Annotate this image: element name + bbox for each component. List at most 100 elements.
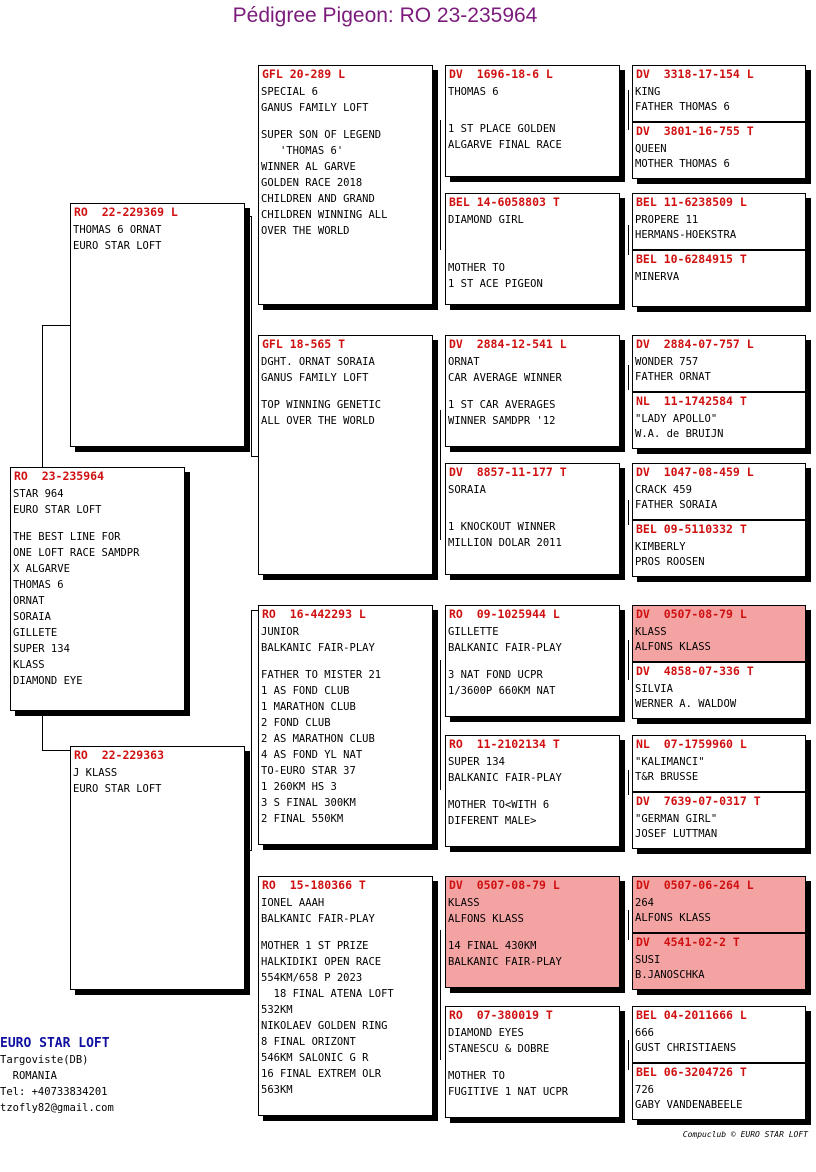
page-title: Pédigree Pigeon: RO 23-235964 xyxy=(232,4,538,27)
note-line: SUPER 134 xyxy=(448,756,505,768)
connector-line xyxy=(251,216,252,456)
note-line: X ALGARVE xyxy=(13,562,70,575)
note-line xyxy=(13,518,182,529)
ring-number: RO 23-235964 xyxy=(14,469,105,483)
note-line: ALL OVER THE WORLD xyxy=(261,414,375,427)
note-line xyxy=(448,111,617,122)
note-line: ALFONS KLASS xyxy=(635,641,711,653)
connector-line xyxy=(440,660,441,790)
note-line: 4 AS FOND YL NAT xyxy=(261,748,363,761)
note-line xyxy=(448,498,617,509)
note-line: GANUS FAMILY LOFT xyxy=(261,372,369,384)
pigeon-notes: "KALIMANCI"T&R BRUSSE xyxy=(633,751,805,785)
note-line: 18 FINAL ATENA LOFT xyxy=(261,987,394,1000)
note-line: 1 ST PLACE GOLDEN xyxy=(448,123,556,135)
note-line: HERMANS-HOEKSTRA xyxy=(635,229,737,241)
note-line: FATHER TO MISTER 21 xyxy=(261,668,382,681)
note-line: BALKANIC FAIR-PLAY xyxy=(448,955,562,968)
ring-number: DV 0507-08-79 L xyxy=(449,878,560,892)
connector-line xyxy=(440,930,441,1060)
ring-number: RO 11-2102134 T xyxy=(449,737,560,751)
connector-line xyxy=(628,910,629,940)
ring-number: BEL 09-5110332 T xyxy=(636,522,747,536)
note-line: 546KM SALONIC G R xyxy=(261,1051,369,1064)
note-line: SORAIA xyxy=(13,610,51,623)
ring-number: DV 3318-17-154 L xyxy=(636,67,754,81)
note-line xyxy=(448,100,617,111)
ring-number: DV 3801-16-755 T xyxy=(636,124,754,138)
note-line: MOTHER 1 ST PRIZE xyxy=(261,939,369,952)
note-line: KIMBERLY xyxy=(635,541,686,553)
note-line: WINNER AL GARVE xyxy=(261,160,356,173)
note-line: WINNER SAMDPR '12 xyxy=(448,414,556,427)
ring-number: BEL 10-6284915 T xyxy=(636,252,747,266)
ring-number: DV 2884-12-541 L xyxy=(449,337,567,351)
connector-line xyxy=(42,750,70,751)
connector-line xyxy=(628,90,629,130)
note-line: CRACK 459 xyxy=(635,484,692,496)
note-line: DGHT. ORNAT SORAIA xyxy=(261,356,375,368)
connector-line xyxy=(251,610,252,850)
note-line: KLASS xyxy=(448,897,480,909)
note-line: ALFONS KLASS xyxy=(448,913,524,925)
pigeon-notes: "LADY APOLLO" W.A. de BRUIJN xyxy=(633,408,805,442)
note-line: THOMAS 6 xyxy=(448,86,499,98)
note-line: 3 NAT FOND UCPR xyxy=(448,668,543,681)
note-line: GILLETTE xyxy=(448,626,499,638)
loft-name: EURO STAR LOFT xyxy=(0,1036,110,1051)
note-line: DIFERENT MALE> xyxy=(448,814,537,827)
note-line: "LADY APOLLO" xyxy=(635,413,718,425)
note-line xyxy=(448,249,617,260)
note-line: 1 ST ACE PIGEON xyxy=(448,277,543,290)
ring-number: RO 09-1025944 L xyxy=(449,607,560,621)
note-line: TOP WINNING GENETIC xyxy=(261,398,382,411)
note-line: MOTHER TO xyxy=(448,261,505,274)
note-line: THE BEST LINE FOR xyxy=(13,530,121,543)
ring-number: DV 7639-07-0317 T xyxy=(636,794,761,808)
note-line: GOLDEN RACE 2018 xyxy=(261,176,363,189)
connector-line xyxy=(42,712,43,750)
pigeon-notes: "GERMAN GIRL"JOSEF LUTTMAN xyxy=(633,808,805,842)
note-line: W.A. de BRUIJN xyxy=(635,428,724,440)
note-line xyxy=(448,656,617,667)
note-line: SPECIAL 6 xyxy=(261,86,318,98)
note-line: BALKANIC FAIR-PLAY xyxy=(261,913,375,925)
note-line xyxy=(448,509,617,520)
note-line: 14 FINAL 430KM xyxy=(448,939,537,952)
note-line: 'THOMAS 6' xyxy=(261,144,344,157)
note-line: CHILDREN AND GRAND xyxy=(261,192,375,205)
note-line: PROS ROOSEN xyxy=(635,556,705,568)
note-line: SORAIA xyxy=(448,484,486,496)
ring-number: DV 2884-07-757 L xyxy=(636,337,754,351)
note-line: JOSEF LUTTMAN xyxy=(635,828,718,840)
note-line: SUPER 134 xyxy=(13,642,70,655)
pigeon-notes: MINERVA xyxy=(633,266,805,285)
ring-number: DV 1047-08-459 L xyxy=(636,465,754,479)
contact-block: EURO STAR LOFT Targoviste(DB) ROMANIA Te… xyxy=(0,1036,114,1116)
connector-line xyxy=(628,640,629,680)
note-line: GANUS FAMILY LOFT xyxy=(261,102,369,114)
note-line xyxy=(261,927,430,938)
note-line: 2 FINAL 550KM xyxy=(261,812,344,825)
connector-line xyxy=(42,325,43,467)
note-line: KING xyxy=(635,86,661,98)
